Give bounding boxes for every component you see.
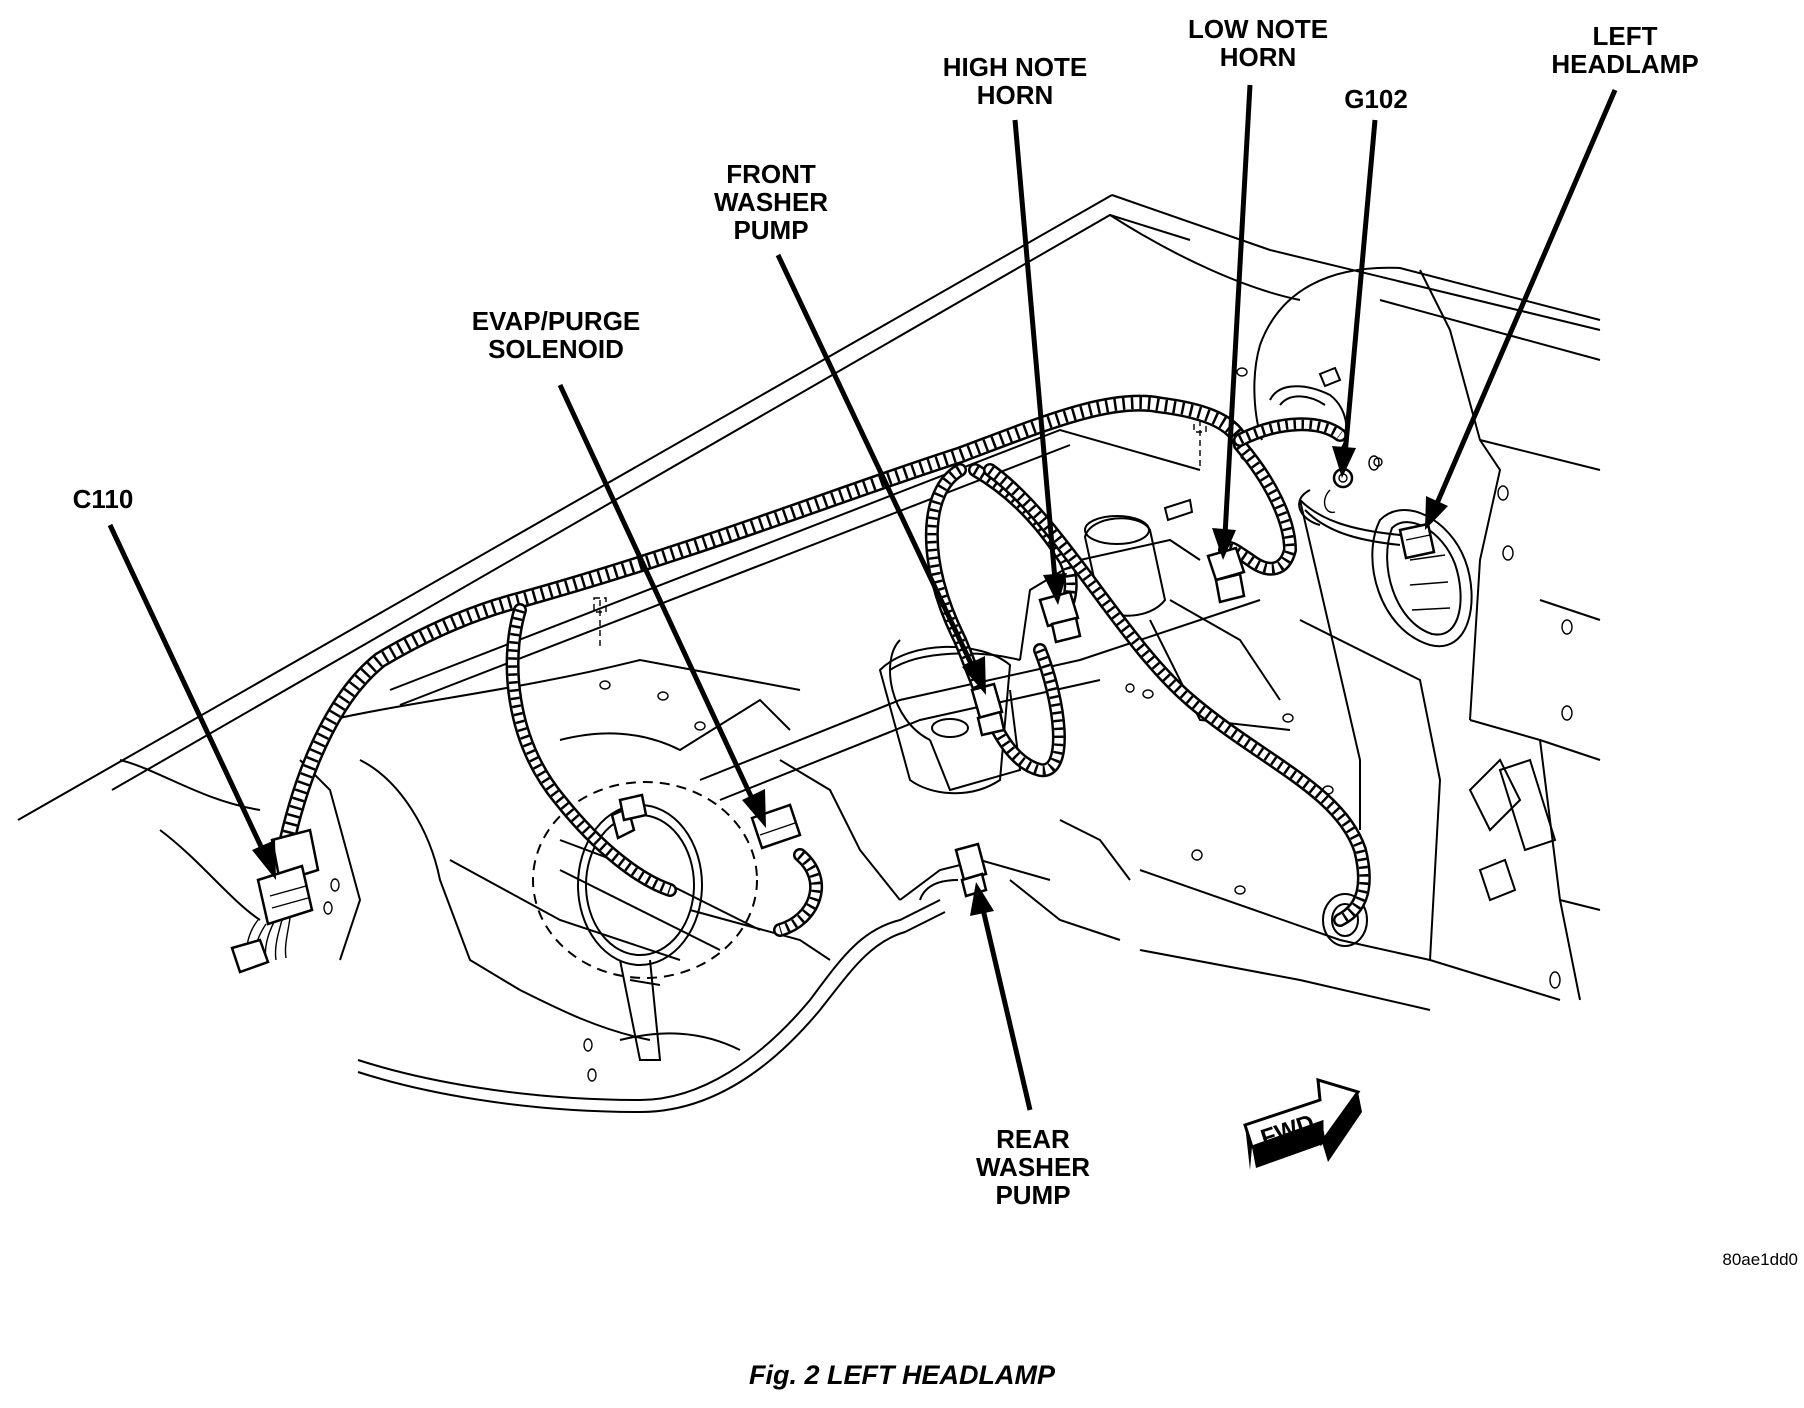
label-front-washer-line1: FRONT [726,159,816,189]
connectors [230,467,1436,974]
label-low-note-line2: HORN [1220,42,1297,72]
label-front-washer-line3: PUMP [733,215,808,245]
body-panels [17,194,1601,1114]
low-note-leader [1222,84,1253,536]
left-headlamp-arrowhead [1425,496,1448,530]
label-g102: G102 [1344,84,1408,114]
low-note-arrowhead [1212,528,1236,560]
fwd-direction-arrow: FWD [1243,1077,1362,1170]
label-high-note-line1: HIGH NOTE [943,52,1087,82]
rear-washer-arrowhead [970,882,994,916]
c110-arrowhead [252,840,276,880]
c110-connector [230,828,320,974]
front-washer-pump-connector [970,682,1006,737]
label-rear-washer-line3: PUMP [995,1180,1070,1210]
leader-lines [107,84,1618,1111]
label-low-note-line1: LOW NOTE [1188,14,1328,44]
label-evap-line1: EVAP/PURGE [472,306,641,336]
wiring-harness [276,385,1401,937]
figure-code: 80ae1dd0 [1722,1250,1798,1269]
label-left-headlamp-line2: HEADLAMP [1551,49,1698,79]
label-high-note-line2: HORN [977,80,1054,110]
evap-arrowhead [742,789,766,828]
front-washer-arrowhead [962,656,986,695]
studs [593,366,1342,650]
rear-washer-leader [979,904,1033,1111]
evap-purge-solenoid-connector [610,793,802,850]
label-rear-washer-line2: WASHER [976,1152,1090,1182]
front-washer-leader [775,253,978,674]
high-note-arrowhead [1043,573,1067,605]
c110-leader [107,523,268,857]
label-rear-washer-line1: REAR [996,1124,1070,1154]
label-left-headlamp-line1: LEFT [1593,21,1658,51]
figure-caption: Fig. 2 LEFT HEADLAMP [749,1360,1055,1390]
left-headlamp-connector [1398,522,1436,560]
g102-arrowhead [1332,446,1356,478]
g102-leader [1342,119,1378,456]
rear-washer-pump-connector [919,842,988,901]
grommet [1322,893,1368,947]
left-headlamp-leader [1432,89,1618,509]
label-front-washer-line2: WASHER [714,187,828,217]
high-note-leader [1012,119,1058,581]
label-c110: C110 [73,484,134,514]
g102-ground [1323,467,1354,514]
label-evap-line2: SOLENOID [488,334,624,364]
mounting-holes [323,367,1573,1082]
callout-labels: C110 EVAP/PURGE SOLENOID FRONT WASHER PU… [73,14,1699,1210]
evap-leader [557,383,758,807]
low-note-horn-connector [1206,546,1246,604]
